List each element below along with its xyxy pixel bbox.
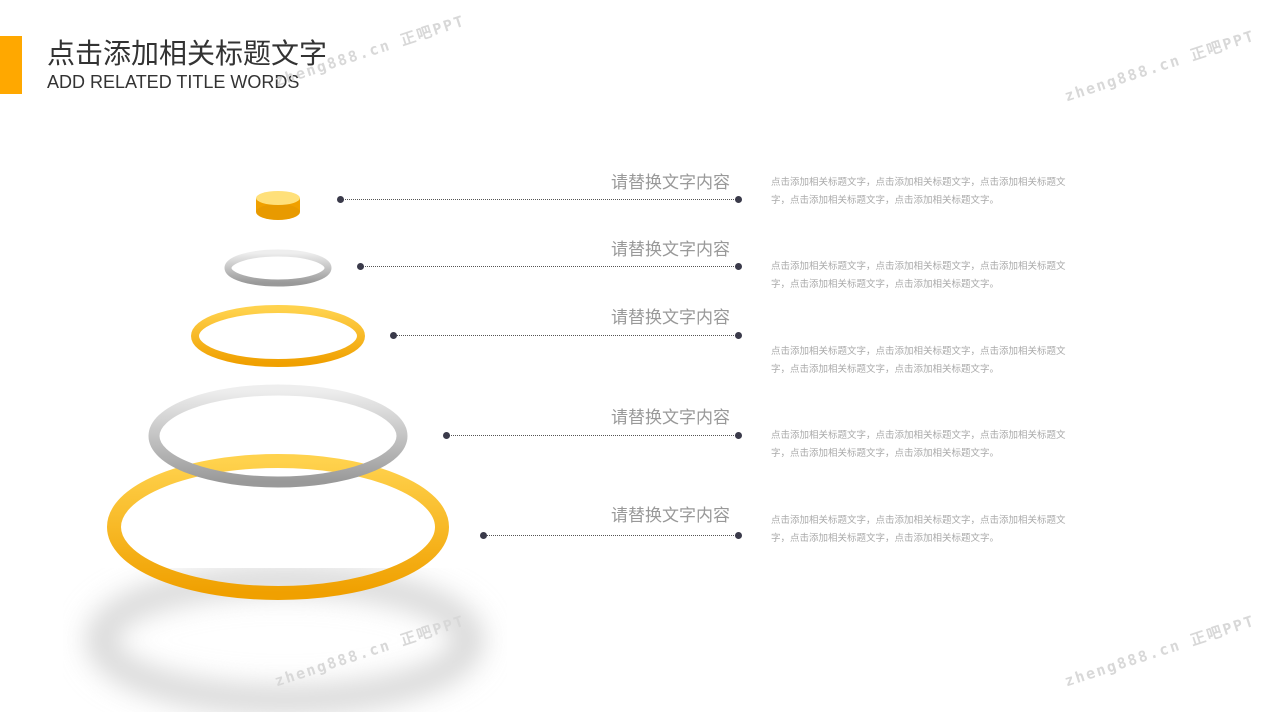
connector-dot-start — [390, 332, 397, 339]
ring-2 — [224, 249, 332, 287]
connector-dot-start — [480, 532, 487, 539]
item-description: 点击添加相关标题文字，点击添加相关标题文字，点击添加相关标题文字，点击添加相关标… — [771, 177, 1066, 206]
connector-line — [483, 535, 738, 536]
item-heading: 请替换文字内容 — [611, 506, 730, 526]
connector-dot-end — [735, 263, 742, 270]
item-heading: 请替换文字内容 — [611, 240, 730, 260]
page-title: 点击添加相关标题文字 — [47, 37, 328, 70]
connector-dot-end — [735, 332, 742, 339]
connector-line — [393, 335, 738, 336]
ring-4 — [148, 384, 408, 488]
item-description: 点击添加相关标题文字，点击添加相关标题文字，点击添加相关标题文字，点击添加相关标… — [771, 346, 1066, 375]
connector-line — [360, 266, 738, 267]
connector-dot-start — [357, 263, 364, 270]
item-heading: 请替换文字内容 — [611, 308, 730, 328]
page-subtitle: ADD RELATED TITLE WORDS — [47, 72, 300, 92]
item-description: 点击添加相关标题文字，点击添加相关标题文字，点击添加相关标题文字，点击添加相关标… — [771, 430, 1066, 459]
item-description: 点击添加相关标题文字，点击添加相关标题文字，点击添加相关标题文字，点击添加相关标… — [771, 515, 1066, 544]
ring-3 — [191, 305, 365, 367]
connector-dot-start — [337, 196, 344, 203]
item-heading: 请替换文字内容 — [611, 173, 730, 193]
connector-line — [340, 199, 738, 200]
ring-shadow — [88, 568, 482, 712]
item-description: 点击添加相关标题文字，点击添加相关标题文字，点击添加相关标题文字，点击添加相关标… — [771, 261, 1066, 290]
connector-dot-start — [443, 432, 450, 439]
item-heading: 请替换文字内容 — [611, 408, 730, 428]
accent-bar — [0, 36, 22, 94]
connector-line — [446, 435, 738, 436]
connector-dot-end — [735, 432, 742, 439]
connector-dot-end — [735, 196, 742, 203]
ring-5 — [107, 454, 449, 600]
cap-cylinder — [256, 191, 300, 220]
connector-dot-end — [735, 532, 742, 539]
